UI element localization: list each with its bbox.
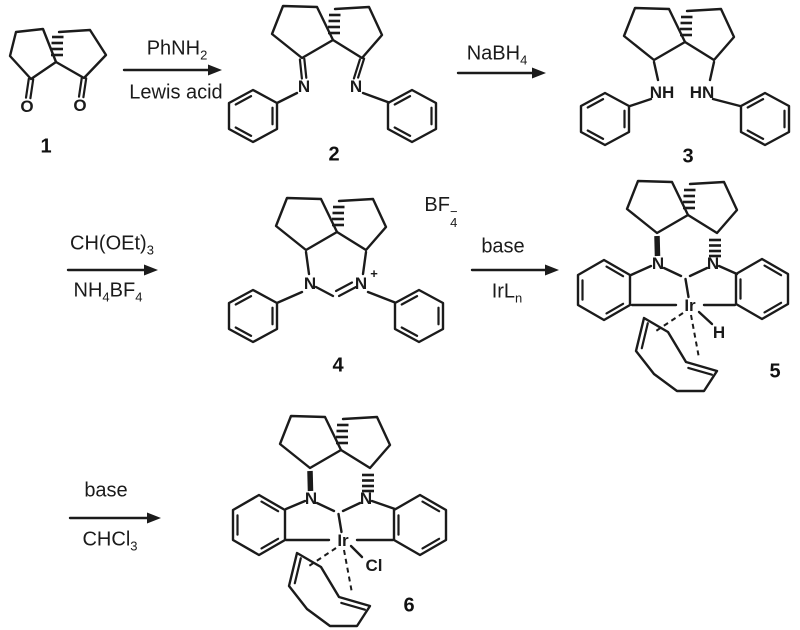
- benzene-ring-right: [392, 493, 448, 557]
- reagent-text: CHCl: [82, 528, 131, 551]
- bicyclopentane-core: [627, 181, 737, 233]
- atom-label-chloride: Cl: [366, 556, 383, 575]
- reagent-subscript: 4: [102, 289, 110, 305]
- reaction-arrow-3: [66, 264, 158, 276]
- reagent-subscript: 2: [200, 47, 208, 63]
- phenyl-ring-right: [393, 288, 445, 344]
- stereo-bold-bond: [307, 470, 314, 492]
- reagent-above-arrow-5: base: [84, 480, 127, 503]
- compound-number-6: 6: [403, 594, 415, 617]
- reagent-text: BF: [109, 279, 136, 302]
- compound-number-1: 1: [40, 135, 52, 158]
- arrowhead: [208, 64, 222, 76]
- reagent-text: PhNH: [146, 37, 201, 60]
- atom-label-nitrogen-left: N: [298, 77, 310, 96]
- reagent-text: Lewis acid: [129, 81, 223, 104]
- benzene-ring-left: [576, 258, 632, 322]
- atom-label-nitrogen-right: N: [350, 77, 362, 96]
- counterion-text: BF: [424, 194, 450, 216]
- compound-number-2: 2: [328, 143, 340, 166]
- benzene-ring-right: [734, 257, 790, 321]
- phenyl-ring-left: [227, 288, 279, 344]
- reagent-text: NH: [73, 279, 103, 302]
- bicyclopentane-core: [272, 6, 382, 58]
- atom-label-nitrogen-left: N: [304, 274, 316, 293]
- reagent-subscript: 4: [135, 289, 143, 305]
- reaction-arrow-4: [470, 264, 559, 276]
- compound-number-3: 3: [682, 145, 694, 168]
- atom-label-nh-left: NH: [650, 83, 675, 102]
- atom-label-nitrogen-left: N: [305, 489, 317, 508]
- atom-label-oxygen-right: O: [73, 96, 86, 115]
- compound-1-structure: O O: [8, 27, 108, 116]
- atom-label-oxygen-left: O: [20, 97, 33, 116]
- compound-number-5: 5: [769, 360, 781, 383]
- reagent-text: base: [481, 235, 525, 258]
- phenyl-ring-left: [227, 88, 279, 144]
- reagent-above-arrow-1: PhNH2: [147, 38, 208, 63]
- atom-label-nitrogen-left: N: [652, 254, 664, 273]
- phenyl-ring-left: [579, 91, 631, 147]
- arrowhead: [147, 512, 161, 524]
- compound-6-structure: N N Ir Cl: [231, 416, 448, 628]
- reagent-subscript: 4: [520, 52, 528, 68]
- cod-ligand: [287, 546, 372, 628]
- counterion-bf4: BF−4: [424, 194, 458, 230]
- compound-5-structure: N N Ir H: [576, 181, 790, 393]
- cod-ligand: [634, 311, 719, 393]
- reagent-below-arrow-5: CHCl3: [82, 529, 137, 554]
- counterion-charge-stack: −4: [449, 204, 458, 230]
- atom-label-iridium: Ir: [337, 531, 349, 550]
- atom-label-nh-right: HN: [690, 83, 715, 102]
- compound-2-structure: N N: [227, 6, 438, 144]
- compound-number-4: 4: [332, 354, 344, 377]
- reagent-above-arrow-2: NaBH4: [467, 43, 528, 68]
- atom-label-iridium: Ir: [684, 296, 696, 315]
- reagent-subscript: 3: [130, 538, 138, 554]
- reaction-arrow-2: [456, 67, 546, 79]
- reagent-text: IrL: [491, 280, 516, 303]
- reagent-subscript: n: [515, 290, 523, 306]
- atom-label-hydride: H: [713, 323, 725, 342]
- benzene-ring-left: [231, 493, 287, 557]
- reagent-below-arrow-1: Lewis acid: [129, 82, 222, 105]
- reagent-above-arrow-4: base: [481, 236, 524, 259]
- reagent-text: base: [84, 479, 128, 502]
- charge-plus-label: +: [370, 266, 378, 281]
- arrowhead: [532, 67, 546, 79]
- compound-4-structure: N N +: [227, 198, 445, 344]
- stereo-bold-bond: [654, 235, 661, 257]
- phenyl-ring-right: [739, 91, 791, 147]
- phenyl-ring-right: [386, 88, 438, 144]
- counterion-subscript: 4: [450, 215, 458, 230]
- reagent-above-arrow-3: CH(OEt)3: [70, 233, 154, 258]
- bicyclopentane-core: [276, 198, 386, 250]
- reagent-subscript: 3: [146, 242, 154, 258]
- reaction-arrow-5: [68, 512, 161, 524]
- atom-label-nitrogen-right: N: [355, 274, 367, 293]
- arrowhead: [144, 264, 158, 276]
- arrowhead: [545, 264, 559, 276]
- atom-label-nitrogen-right: N: [707, 254, 719, 273]
- atom-label-nitrogen-right: N: [360, 489, 372, 508]
- reaction-arrow-1: [122, 64, 222, 76]
- bicyclopentane-core: [624, 8, 734, 60]
- reagent-text: NaBH: [466, 42, 521, 65]
- reagent-text: CH(OEt): [70, 232, 147, 255]
- reagent-below-arrow-3: NH4BF4: [74, 280, 143, 305]
- bicyclopentane-core: [280, 416, 390, 468]
- counterion-charge: −: [449, 204, 458, 219]
- reagent-below-arrow-4: IrLn: [492, 281, 523, 306]
- compound-3-structure: NH HN: [579, 8, 791, 147]
